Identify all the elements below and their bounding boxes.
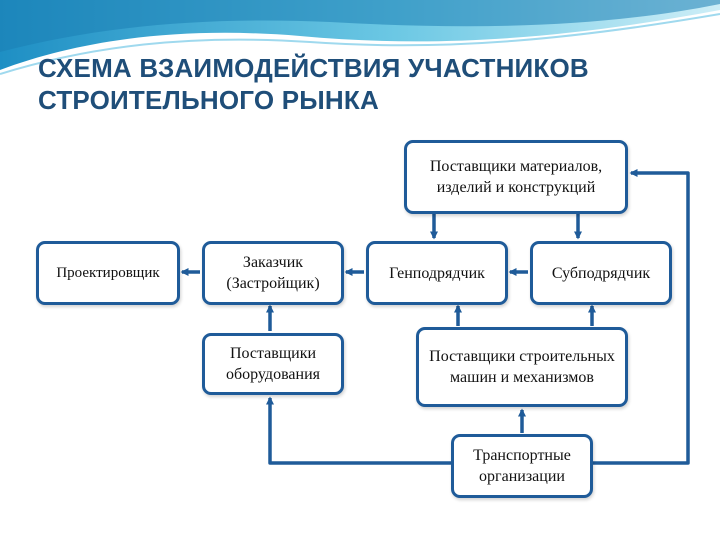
- node-label: Поставщики строительных машин и механизм…: [429, 348, 615, 386]
- title-line-1: СХЕМА ВЗАИМОДЕЙСТВИЯ УЧАСТНИКОВ: [38, 53, 589, 83]
- node-label: Транспортные организации: [473, 447, 571, 485]
- node-label: Субподрядчик: [551, 264, 651, 282]
- node-general-contractor: Генподрядчик: [366, 241, 508, 305]
- node-label: Поставщики оборудования: [226, 345, 320, 383]
- node-subcontractor: Субподрядчик: [530, 241, 672, 305]
- node-label: Поставщики материалов, изделий и констру…: [429, 158, 603, 196]
- arrow-transport-to-equipment: [266, 396, 451, 465]
- title-line-2: СТРОИТЕЛЬНОГО РЫНКА: [38, 85, 379, 115]
- arrow-transport-to-materials: [593, 169, 690, 465]
- node-label: Проектировщик: [56, 264, 160, 281]
- node-machinery-suppliers: Поставщики строительных машин и механизм…: [416, 327, 628, 407]
- node-designer: Проектировщик: [36, 241, 180, 305]
- node-label: Генподрядчик: [389, 264, 485, 282]
- node-materials-suppliers: Поставщики материалов, изделий и констру…: [404, 140, 628, 214]
- node-customer: Заказчик (Застройщик): [202, 241, 344, 305]
- header-wave-decoration: [0, 0, 720, 75]
- node-equipment-suppliers: Поставщики оборудования: [202, 333, 344, 395]
- node-label: Заказчик (Застройщик): [226, 254, 320, 292]
- page-title: СХЕМА ВЗАИМОДЕЙСТВИЯ УЧАСТНИКОВ СТРОИТЕЛ…: [38, 52, 678, 116]
- node-transport: Транспортные организации: [451, 434, 593, 498]
